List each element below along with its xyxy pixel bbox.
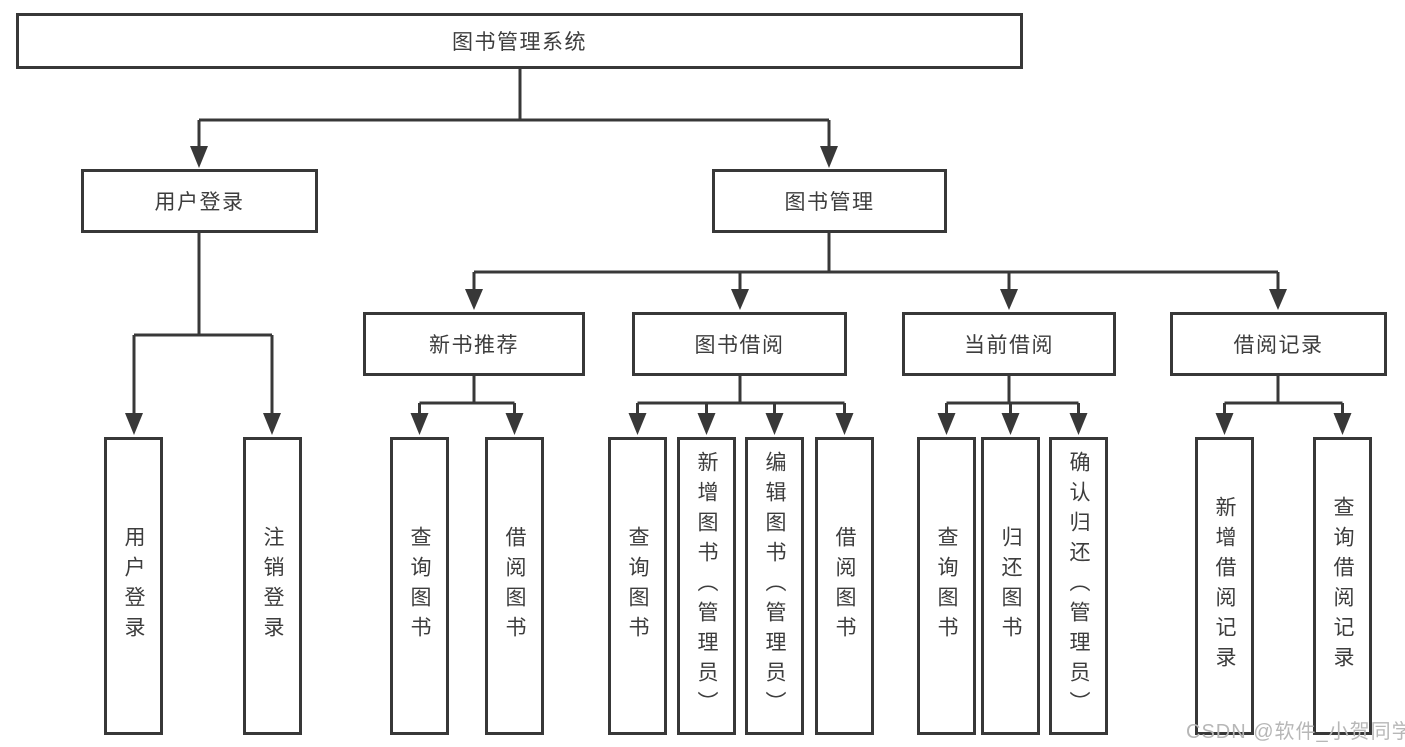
node-book-borrowing: 图书借阅 <box>632 312 847 376</box>
arrowhead <box>628 413 647 435</box>
connector-current-borrowing-branch <box>937 376 1088 435</box>
arrowhead <box>505 413 524 435</box>
leaf-query-books-current: 查询图书 <box>917 437 976 735</box>
connector-book-borrowing-branch <box>628 376 854 435</box>
connector-new-books-branch <box>410 376 524 435</box>
leaf-borrow-books-newbooks: 借阅图书 <box>485 437 544 735</box>
leaf-user-login: 用户登录 <box>104 437 163 735</box>
leaf-query-borrow-record: 查询借阅记录 <box>1313 437 1372 735</box>
leaf-label: 查询借阅记录 <box>1331 496 1354 676</box>
arrowhead <box>190 146 208 168</box>
leaf-label: 借阅图书 <box>833 526 856 646</box>
arrowhead <box>410 413 429 435</box>
arrowhead <box>1069 413 1088 435</box>
leaf-label: 查询图书 <box>408 526 431 646</box>
arrowhead <box>1333 413 1352 435</box>
leaf-label: 编辑图书（管理员） <box>763 451 786 721</box>
connector-borrowing-records-branch <box>1215 376 1352 435</box>
connector-root-branch <box>190 69 838 168</box>
arrowhead <box>835 413 854 435</box>
arrowhead <box>731 289 749 310</box>
leaf-query-books-borrowing: 查询图书 <box>608 437 667 735</box>
connector-book-management-branch <box>465 233 1287 310</box>
arrowhead <box>820 146 838 168</box>
arrowhead <box>1269 289 1287 310</box>
leaf-label: 归还图书 <box>999 526 1022 646</box>
leaf-label: 注销登录 <box>261 526 284 646</box>
arrowhead <box>765 413 784 435</box>
leaf-label: 用户登录 <box>122 526 145 646</box>
leaf-label: 新增借阅记录 <box>1213 496 1236 676</box>
leaf-borrow-books-borrowing: 借阅图书 <box>815 437 874 735</box>
leaf-return-books: 归还图书 <box>981 437 1040 735</box>
leaf-label: 查询图书 <box>935 526 958 646</box>
watermark: CSDN @软件_小贺同学 <box>1186 721 1405 743</box>
node-borrowing-records: 借阅记录 <box>1170 312 1387 376</box>
connector-user-login-branch <box>125 233 281 435</box>
leaf-add-books-admin: 新增图书（管理员） <box>677 437 736 735</box>
arrowhead <box>937 413 956 435</box>
arrowhead <box>1001 413 1020 435</box>
leaf-confirm-return-admin: 确认归还（管理员） <box>1049 437 1108 735</box>
leaf-edit-books-admin: 编辑图书（管理员） <box>745 437 804 735</box>
leaf-logout: 注销登录 <box>243 437 302 735</box>
leaf-query-books-newbooks: 查询图书 <box>390 437 449 735</box>
arrowhead <box>1000 289 1018 310</box>
arrowhead <box>1215 413 1234 435</box>
arrowhead <box>465 289 483 310</box>
node-current-borrowing: 当前借阅 <box>902 312 1116 376</box>
arrowhead <box>263 413 281 435</box>
leaf-label: 查询图书 <box>626 526 649 646</box>
leaf-label: 新增图书（管理员） <box>695 451 718 721</box>
leaf-add-borrow-record: 新增借阅记录 <box>1195 437 1254 735</box>
node-user-login: 用户登录 <box>81 169 318 233</box>
leaf-label: 确认归还（管理员） <box>1067 451 1090 721</box>
node-new-book-recommendation: 新书推荐 <box>363 312 585 376</box>
leaf-label: 借阅图书 <box>503 526 526 646</box>
arrowhead <box>125 413 143 435</box>
arrowhead <box>697 413 716 435</box>
node-library-management-system: 图书管理系统 <box>16 13 1023 69</box>
node-book-management: 图书管理 <box>712 169 947 233</box>
